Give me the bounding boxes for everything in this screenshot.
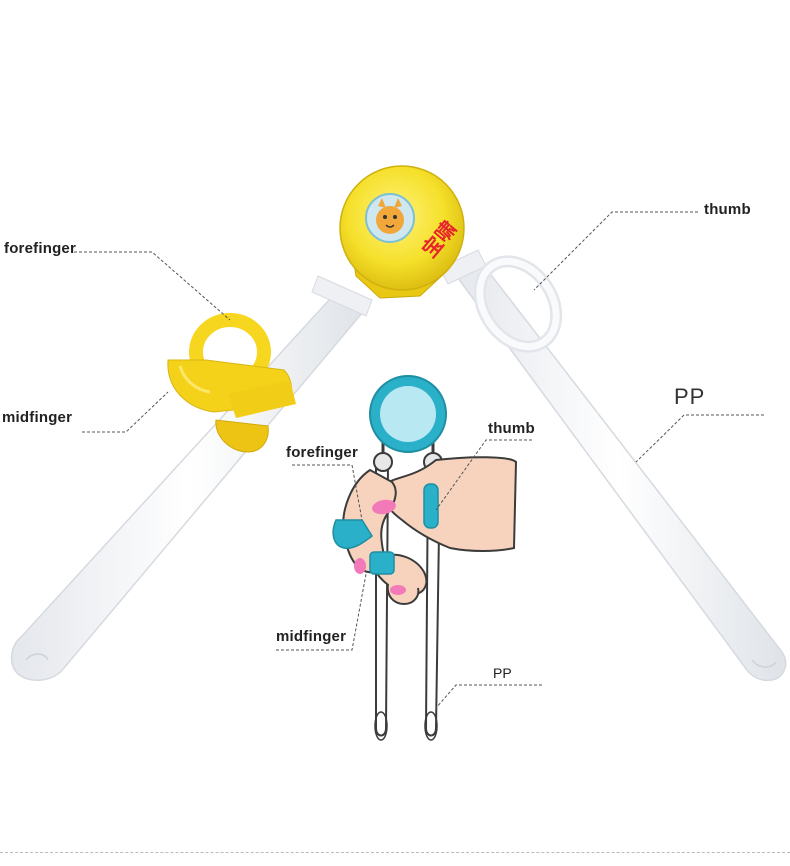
inset-illustration [332, 375, 518, 741]
leader-midfinger [82, 391, 169, 433]
lion-logo-icon [365, 193, 415, 243]
leader-pp [635, 414, 764, 463]
label-thumb: thumb [704, 201, 751, 218]
label-pp: PP [674, 384, 706, 409]
leader-forefinger [74, 251, 231, 321]
bottom-divider [0, 852, 790, 853]
yellow-hub: 宝啸 [339, 165, 465, 299]
left-chopstick [10, 275, 373, 681]
leader-inset-thumb [435, 439, 532, 511]
leader-thumb [533, 211, 698, 291]
inset-label-pp: PP [493, 665, 512, 681]
inset-label-thumb: thumb [488, 420, 535, 437]
leader-inset-forefinger [292, 464, 363, 521]
label-forefinger: forefinger [4, 240, 77, 257]
inset-label-forefinger: forefinger [286, 444, 359, 461]
label-midfinger: midfinger [2, 409, 73, 426]
right-chopstick [439, 249, 787, 682]
yellow-finger-rings [167, 313, 296, 453]
leader-inset-midfinger [276, 573, 367, 651]
leader-inset-pp [435, 684, 542, 709]
inset-label-midfinger: midfinger [276, 628, 347, 645]
leader-lines [74, 211, 764, 709]
